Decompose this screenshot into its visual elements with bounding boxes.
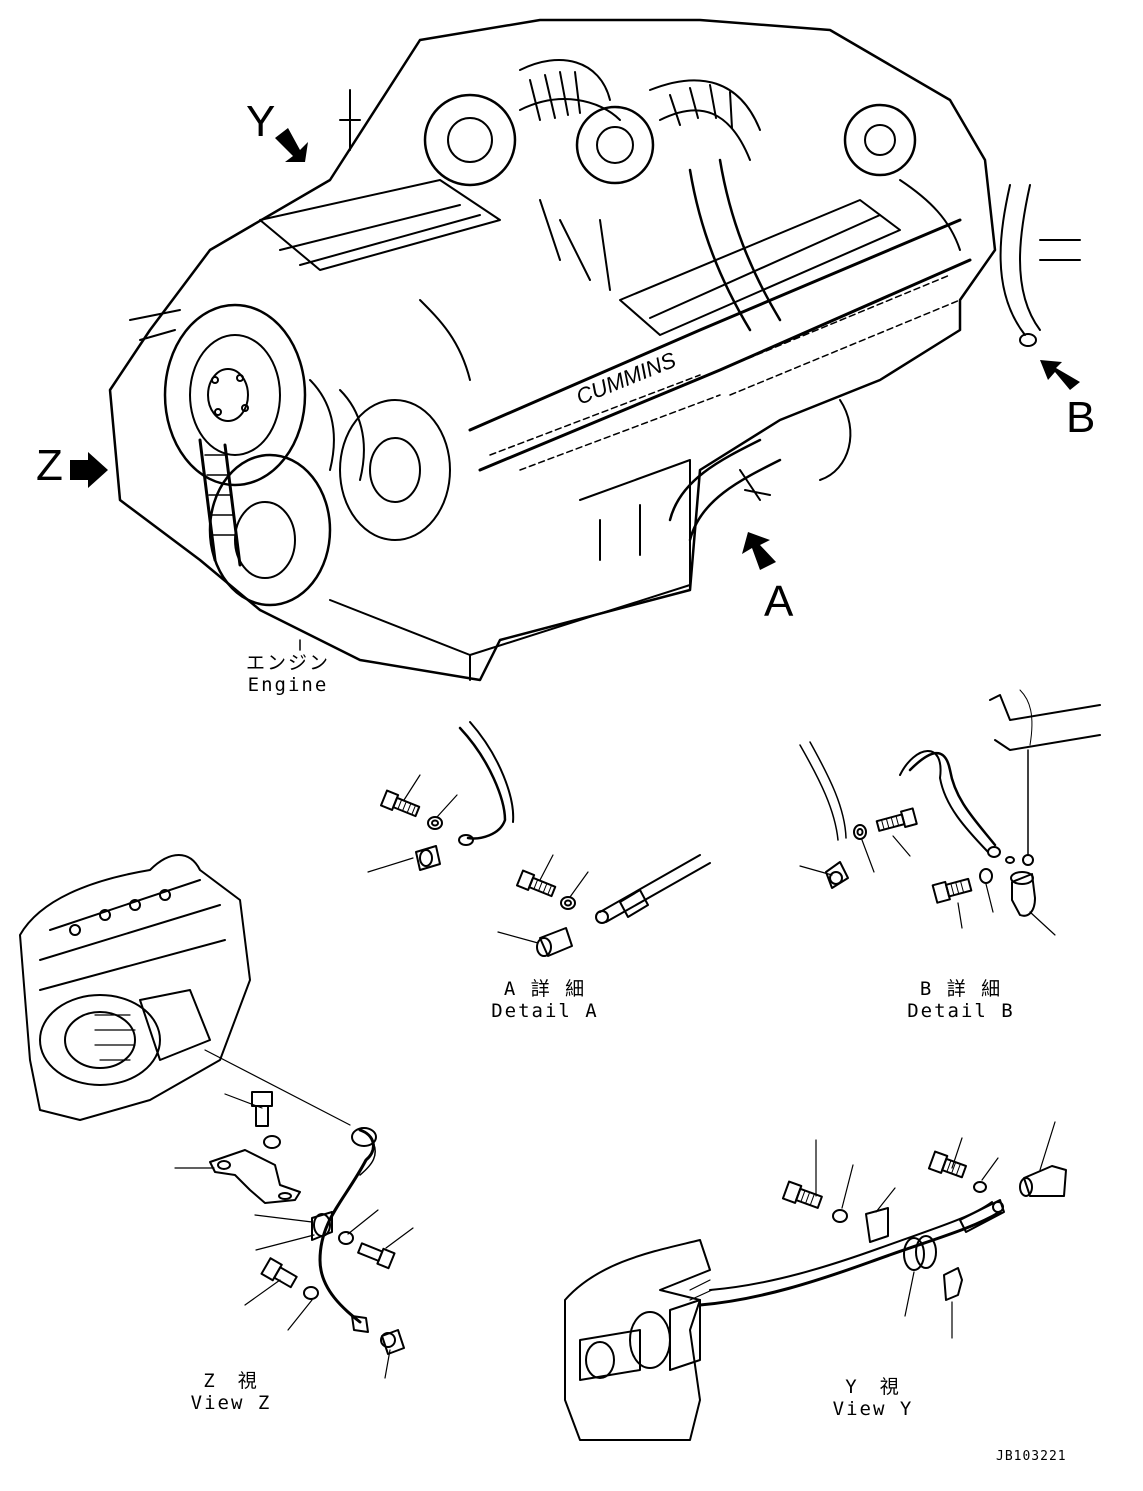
view-y-caption: Y 視 View Y xyxy=(818,1376,928,1420)
engine-caption-en: Engine xyxy=(247,674,329,696)
view-y-caption-jp: Y 視 xyxy=(845,1376,901,1398)
view-letter-z: Z xyxy=(36,441,63,490)
detail-a-drawing xyxy=(367,721,711,957)
view-z-drawing xyxy=(19,854,414,1379)
detail-a-caption-en: Detail A xyxy=(491,1000,599,1022)
detail-b-drawing xyxy=(799,689,1101,936)
view-z-caption: Z 視 View Z xyxy=(176,1370,286,1414)
detail-a-caption-jp: A 詳 細 xyxy=(503,978,587,1000)
view-letter-a: A xyxy=(764,577,794,626)
detail-a-caption: A 詳 細 Detail A xyxy=(490,978,600,1022)
view-letter-y: Y xyxy=(246,97,276,146)
arrow-b-icon xyxy=(1040,360,1080,390)
arrow-y-icon xyxy=(275,128,308,162)
engine-caption-jp: エンジン xyxy=(245,652,330,674)
arrow-z-icon xyxy=(70,452,108,488)
detail-b-caption: B 詳 細 Detail B xyxy=(906,978,1016,1022)
arrow-a-icon xyxy=(742,532,776,570)
view-arrows xyxy=(70,128,1080,570)
engine-caption: エンジン Engine xyxy=(236,652,340,696)
detail-b-caption-en: Detail B xyxy=(907,1000,1015,1022)
view-y-drawing xyxy=(564,1121,1067,1441)
view-z-caption-jp: Z 視 xyxy=(203,1370,259,1392)
view-z-caption-en: View Z xyxy=(190,1392,272,1414)
view-y-caption-en: View Y xyxy=(832,1398,914,1420)
view-letter-b: B xyxy=(1066,393,1096,442)
drawing-code: JB103221 xyxy=(996,1449,1067,1464)
detail-b-caption-jp: B 詳 細 xyxy=(919,978,1003,1000)
